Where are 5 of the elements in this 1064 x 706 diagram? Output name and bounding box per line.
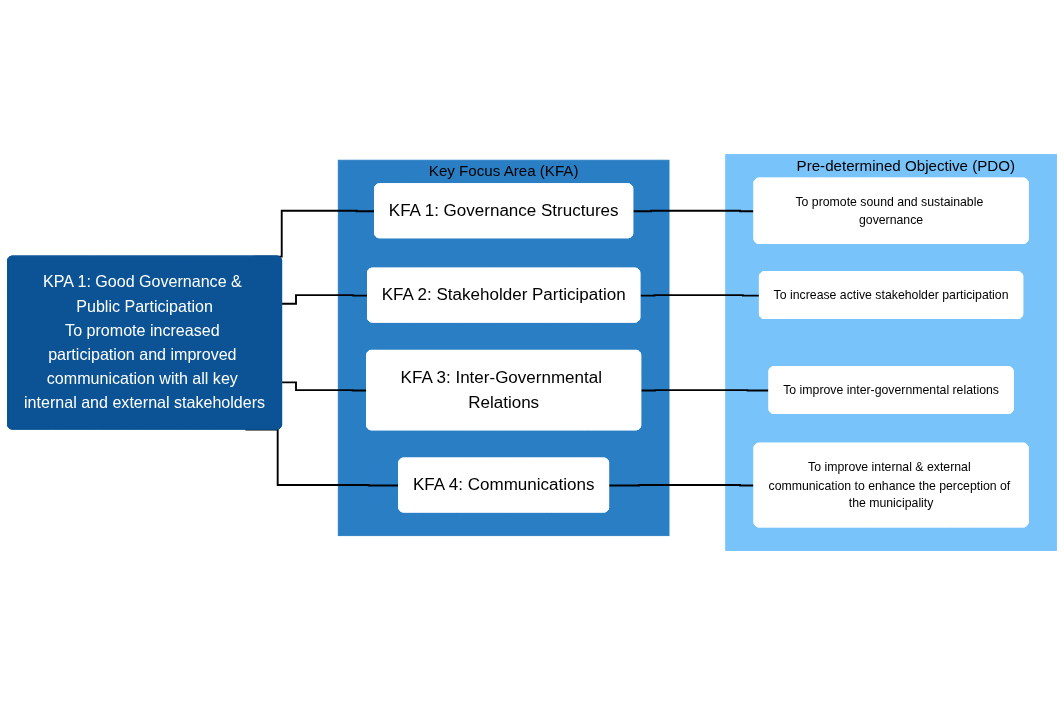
connector bbox=[608, 484, 756, 487]
connector bbox=[639, 294, 761, 297]
connector bbox=[632, 210, 756, 213]
connector bbox=[640, 389, 771, 392]
connector bbox=[281, 294, 369, 306]
